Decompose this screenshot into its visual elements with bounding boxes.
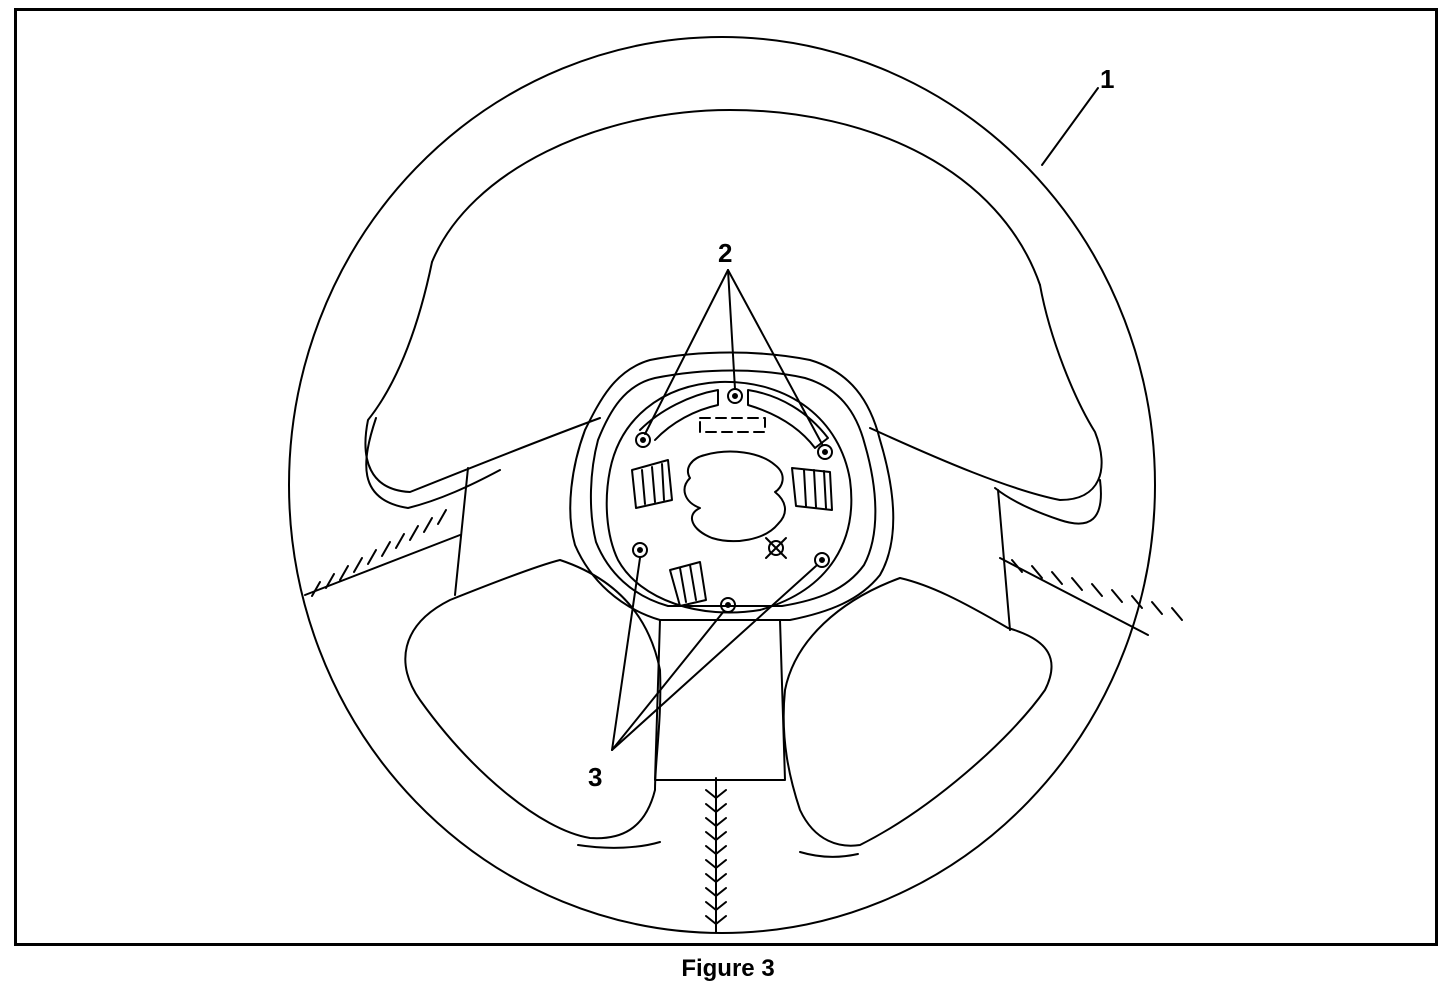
- leader-3-right: [611, 565, 817, 751]
- lower-left-spoke-lip: [577, 841, 661, 849]
- leader-2-center: [727, 269, 736, 390]
- left-spoke-seam: [454, 467, 469, 596]
- lower-right-spoke: [782, 577, 1053, 847]
- left-spoke-shadow: [365, 417, 501, 509]
- hub-bracket-right: [747, 389, 829, 449]
- hub-bracket-left: [639, 389, 719, 441]
- callout-3: 3: [588, 762, 602, 792]
- left-switch-connector: [631, 459, 673, 509]
- wheel-rim-inner-top: [431, 109, 1041, 286]
- right-spoke-upper: [869, 284, 1103, 501]
- lower-right-spoke-lip: [799, 851, 859, 858]
- lower-left-spoke: [404, 559, 662, 840]
- figure-caption: Figure 3: [681, 955, 775, 982]
- leader-2-left: [644, 269, 729, 435]
- callout-1: 1: [1100, 64, 1114, 94]
- hub-plate: [605, 380, 853, 614]
- leader-3-center: [611, 610, 725, 751]
- hub-bolt-lower-right: [814, 552, 830, 568]
- hub-bolt-top: [727, 388, 743, 404]
- bottom-switch-connector: [669, 561, 707, 607]
- figure-frame: [14, 8, 1438, 946]
- left-rim-stitching: [304, 509, 461, 597]
- hub-slot-dashed: [699, 417, 766, 433]
- hub-housing-inner: [589, 369, 877, 607]
- bottom-rim-stitching: [705, 777, 727, 933]
- hub-bolt-lower-left: [632, 542, 648, 558]
- bottom-spoke-column: [654, 619, 786, 781]
- leader-1: [1041, 87, 1099, 166]
- hub-bolt-bottom: [720, 597, 736, 613]
- wheel-rim-outer: [288, 36, 1156, 934]
- hub-star-fastener: [765, 537, 787, 559]
- right-rim-stitching: [999, 557, 1183, 636]
- hub-bolt-right: [817, 444, 833, 460]
- hub-center-opening: [683, 450, 786, 543]
- leader-3-left: [611, 557, 641, 751]
- right-switch-connector: [791, 467, 833, 511]
- hub-housing-outer: [569, 351, 895, 621]
- callout-2: 2: [718, 238, 732, 268]
- leader-2-right: [727, 269, 823, 445]
- right-spoke-shadow: [994, 479, 1102, 525]
- hub-bolt-left: [635, 432, 651, 448]
- left-spoke-upper: [364, 261, 601, 493]
